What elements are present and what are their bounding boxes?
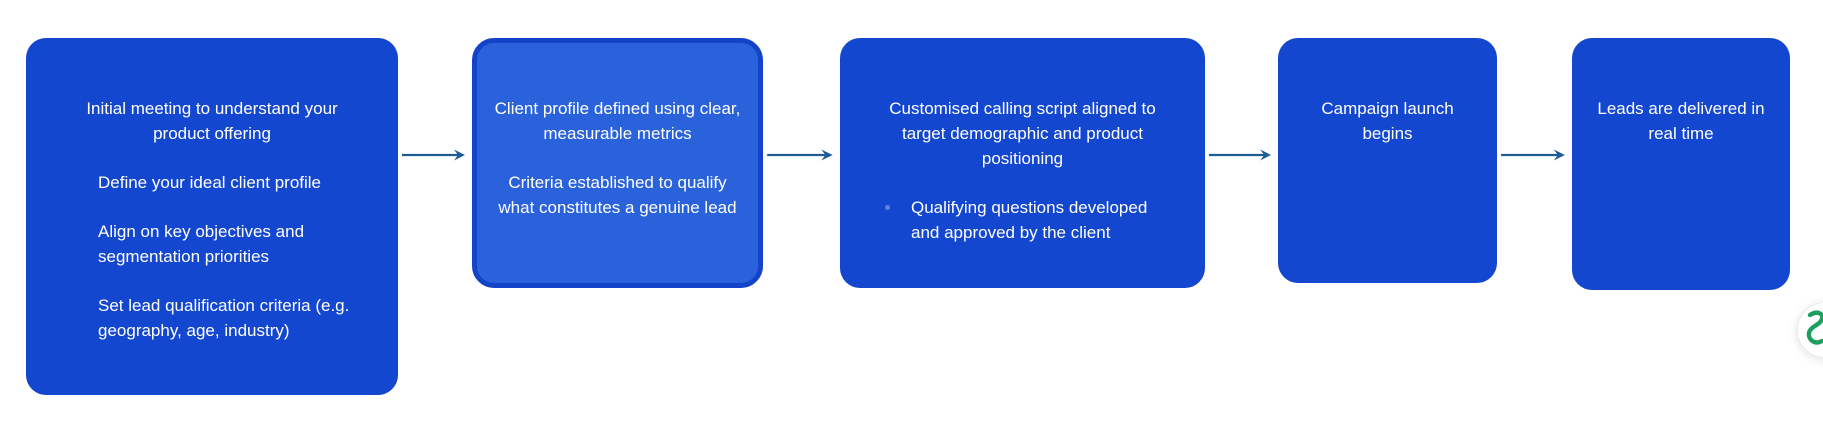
flow-arrow-icon	[1501, 149, 1565, 161]
flow-arrow-icon	[402, 149, 465, 161]
stage-paragraph: Customised calling script aligned to tar…	[889, 99, 1156, 168]
flow-arrow-icon	[767, 149, 833, 161]
stage-paragraph: Leads are delivered in real time	[1597, 99, 1765, 143]
stage-paragraph: Initial meeting to understand your produ…	[86, 99, 338, 143]
stage-paragraph: Set lead qualification criteria (e.g. ge…	[98, 296, 350, 340]
stage-card-2: Client profile defined using clear, meas…	[472, 38, 763, 288]
chat-widget-button[interactable]	[1797, 302, 1823, 358]
stage-paragraph: Define your ideal client profile	[98, 173, 322, 192]
stage-paragraph: Align on key objectives and segmentation…	[98, 222, 305, 266]
process-flow: Initial meeting to understand your produ…	[26, 38, 1790, 395]
stage-paragraph: Qualifying questions developed and appro…	[850, 195, 1195, 245]
flow-arrow-icon	[1208, 149, 1272, 161]
stage-paragraph: Criteria established to qualify what con…	[498, 173, 737, 217]
stage-paragraph: Client profile defined using clear, meas…	[494, 99, 741, 143]
stage-card-1: Initial meeting to understand your produ…	[26, 38, 398, 395]
stage-card-3: Customised calling script aligned to tar…	[840, 38, 1205, 288]
stage-card-5: Leads are delivered in real time	[1572, 38, 1790, 290]
stage-paragraph: Campaign launch begins	[1321, 99, 1454, 143]
chat-widget-logo-icon	[1806, 310, 1823, 345]
stage-card-4: Campaign launch begins	[1278, 38, 1497, 283]
